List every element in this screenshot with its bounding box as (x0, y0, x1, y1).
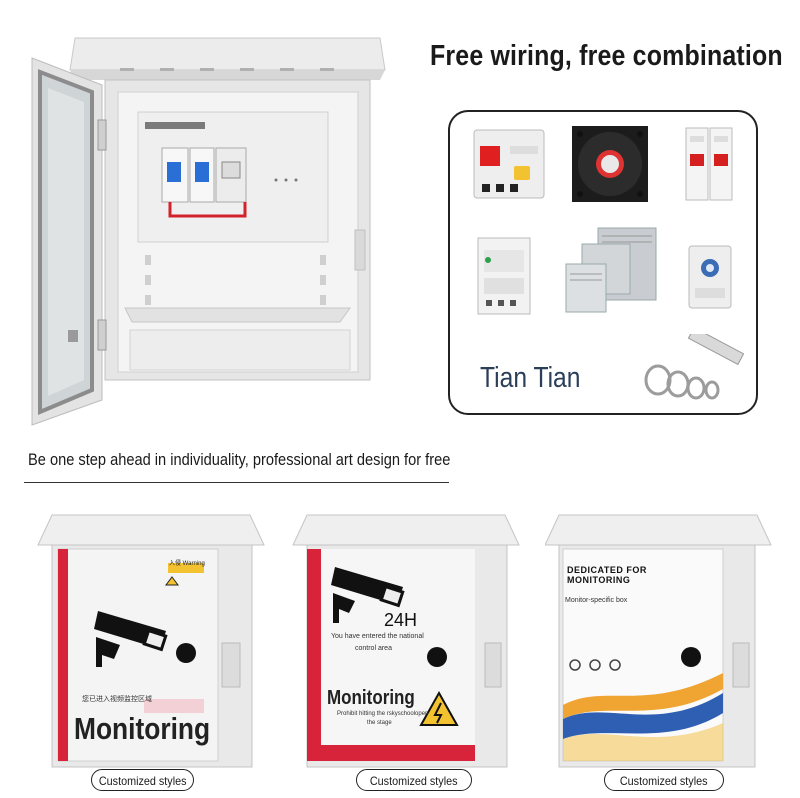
product-2-tiny-text: Prohibit hitting the rskyschoolopen (337, 711, 429, 717)
open-cabinet-photo (31, 37, 386, 426)
components-panel (448, 110, 758, 415)
divider (24, 482, 449, 483)
product-2-small-text-2: control area (355, 645, 392, 652)
hose-clamps-image (644, 334, 745, 400)
product-2-24h: 24H (384, 610, 418, 630)
pill-label-1: Customized styles (98, 774, 187, 788)
watermark-text: Tian Tian (480, 362, 581, 394)
product-box-1: 入侵 Warning 您已进入视频监控区域 Monitoring (36, 513, 266, 773)
cooling-fan-image (572, 126, 648, 202)
camera-icon-1 (94, 611, 168, 667)
customized-styles-pill-1[interactable]: Customized styles (91, 769, 194, 791)
switching-power-supplies-image (565, 227, 657, 313)
product-box-3: DEDICATED FOR MONITORING Monitor-specifi… (544, 513, 775, 773)
pill-label-3: Customized styles (620, 774, 708, 788)
din-power-supply-image (477, 237, 531, 315)
surge-protector-image (685, 127, 733, 201)
product-box-2: 24H You have entered the national contro… (291, 513, 521, 773)
product-1-monitoring: Monitoring (74, 711, 211, 746)
product-2-monitoring: Monitoring (327, 687, 415, 709)
product-1-tag: 入侵 Warning (169, 561, 205, 567)
product-2-small-text: You have entered the national (331, 633, 424, 640)
product-1-small-cn: 您已进入视频监控区域 (82, 696, 152, 703)
thermostat-image (688, 245, 732, 309)
cabinet-1-image (37, 514, 265, 768)
product-3-title: DEDICATED FOR MONITORING (567, 565, 647, 585)
customized-styles-pill-2[interactable]: Customized styles (356, 769, 472, 791)
product-2-tiny-text-2: the stage (367, 720, 392, 726)
headline: Free wiring, free combination (430, 40, 783, 72)
camera-icon-2 (331, 567, 405, 623)
auto-recloser-device-image (473, 129, 545, 199)
cabinet-3-image (544, 514, 772, 768)
customized-styles-pill-3[interactable]: Customized styles (604, 769, 724, 791)
pill-label-2: Customized styles (370, 774, 458, 788)
cabinet-2-image (292, 514, 520, 768)
subline: Be one step ahead in individuality, prof… (28, 450, 451, 469)
product-3-subtitle: Monitor-specific box (565, 597, 628, 604)
